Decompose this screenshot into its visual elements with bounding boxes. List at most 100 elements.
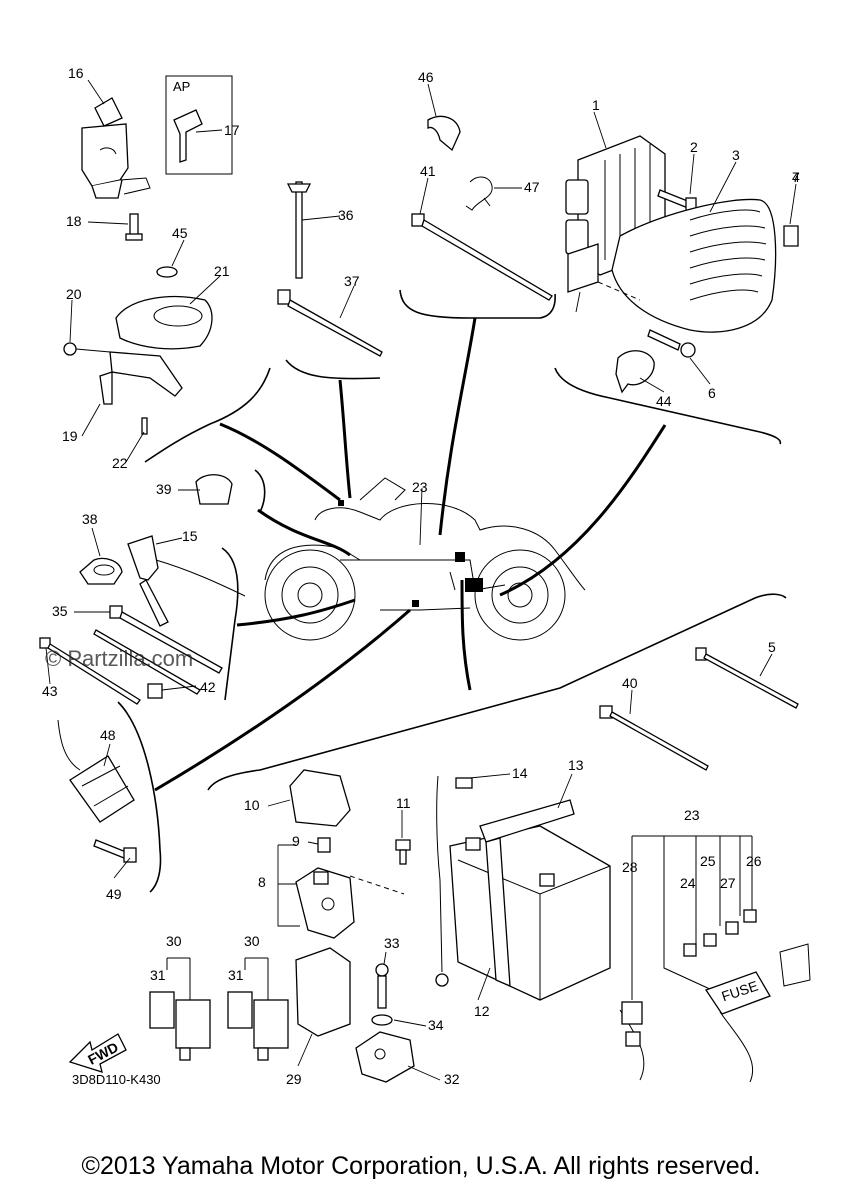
callout-leaders — [45, 79, 797, 1081]
band-44 — [39, 637, 141, 705]
callout-4: 4 — [792, 169, 800, 185]
callout-47: 47 — [524, 179, 540, 195]
group-boundary-battery — [207, 593, 787, 791]
starter-relay-8 — [295, 867, 355, 939]
callout-28: 28 — [622, 859, 638, 875]
callout-30: 30 — [244, 933, 260, 949]
group-boundary-diode — [117, 701, 162, 893]
callout-36: 36 — [338, 207, 354, 223]
callout-5: 5 — [768, 639, 776, 655]
group-boundary-band — [399, 289, 556, 319]
diode-48 — [57, 719, 135, 823]
fwd-arrow-icon — [68, 1033, 127, 1073]
callout-27: 27 — [720, 875, 736, 891]
nut-42 — [147, 683, 163, 699]
band-37 — [277, 289, 383, 357]
callout-2: 2 — [690, 139, 698, 155]
callout-8: 8 — [258, 874, 266, 890]
group-boundary-sensor — [254, 469, 266, 513]
callout-39: 39 — [156, 481, 172, 497]
sensor-15 — [127, 535, 246, 627]
drawing-code: 3D8D110-K430 — [72, 1072, 161, 1087]
callout-44: 44 — [656, 393, 672, 409]
relay-30-left — [149, 991, 211, 1061]
callout-37: 37 — [344, 273, 360, 289]
callout-16: 16 — [68, 65, 84, 81]
callout-31: 31 — [150, 967, 166, 983]
clamp-39 — [195, 474, 233, 505]
band-40 — [599, 705, 709, 771]
band-41 — [411, 213, 553, 301]
group-boundary-left — [221, 547, 239, 701]
band-35 — [109, 605, 223, 674]
callout-46: 46 — [418, 69, 434, 85]
band-5 — [695, 647, 799, 709]
callout-26: 26 — [746, 853, 762, 869]
callout-32: 32 — [444, 1071, 460, 1087]
callout-49: 49 — [106, 886, 122, 902]
callout-23: 23 — [412, 479, 428, 495]
wire-harness-23 — [619, 835, 811, 1083]
callout-23: 23 — [684, 807, 700, 823]
callout-12: 12 — [474, 1003, 490, 1019]
callout-25: 25 — [700, 853, 716, 869]
callout-19: 19 — [62, 428, 78, 444]
ap-box-label: AP — [173, 79, 191, 94]
callout-20: 20 — [66, 286, 82, 302]
battery-12 — [449, 825, 611, 1001]
callout-43: 43 — [42, 683, 58, 699]
callout-18: 18 — [66, 213, 82, 229]
callout-38: 38 — [82, 511, 98, 527]
clip-47 — [465, 176, 493, 211]
lead-14 — [435, 775, 473, 987]
cover-3 — [611, 198, 777, 333]
ap-key-box — [165, 75, 233, 175]
holder-46 — [427, 115, 461, 152]
bolt-6 — [647, 329, 696, 358]
bolt-18 — [125, 213, 143, 241]
callout-17: 17 — [224, 122, 240, 138]
callout-15: 15 — [182, 528, 198, 544]
bolt-33 — [375, 963, 389, 1009]
washer-34 — [371, 1014, 393, 1026]
bracket-19 — [99, 351, 183, 405]
motorcycle-outline — [264, 477, 586, 641]
clamp-36 — [286, 181, 312, 279]
bolt-20 — [63, 342, 111, 356]
damper-7 — [783, 225, 799, 247]
callout-30: 30 — [166, 933, 182, 949]
cover-10 — [289, 769, 351, 827]
callout-48: 48 — [100, 727, 116, 743]
holder-38 — [79, 557, 123, 585]
callout-11: 11 — [396, 795, 411, 811]
bolt-2 — [657, 189, 697, 213]
group-boundary-regulator — [554, 367, 782, 445]
callout-6: 6 — [708, 385, 716, 401]
main-switch-assembly — [81, 97, 151, 199]
fuse-9 — [317, 837, 331, 853]
label-4 — [567, 243, 641, 301]
callout-34: 34 — [428, 1017, 444, 1033]
callout-40: 40 — [622, 675, 638, 691]
cover-21 — [115, 295, 213, 350]
callout-41: 41 — [420, 163, 436, 179]
band-44b — [93, 629, 201, 695]
callout-31: 31 — [228, 967, 244, 983]
relay-29 — [295, 947, 351, 1037]
callout-7: 7 — [792, 169, 800, 185]
callout-24: 24 — [680, 875, 696, 891]
copyright-notice: ©2013 Yamaha Motor Corporation, U.S.A. A… — [81, 1152, 761, 1180]
group-boundary-tie — [285, 359, 381, 380]
group-boundary-ignition — [144, 367, 271, 463]
screw-22 — [141, 417, 148, 435]
callout-10: 10 — [244, 797, 260, 813]
key-17 — [173, 109, 203, 163]
callout-45: 45 — [172, 225, 188, 241]
bolt-49 — [93, 839, 137, 863]
callout-35: 35 — [52, 603, 68, 619]
callout-29: 29 — [286, 1071, 302, 1087]
clamp-43 — [615, 350, 655, 394]
callout-22: 22 — [112, 455, 128, 471]
